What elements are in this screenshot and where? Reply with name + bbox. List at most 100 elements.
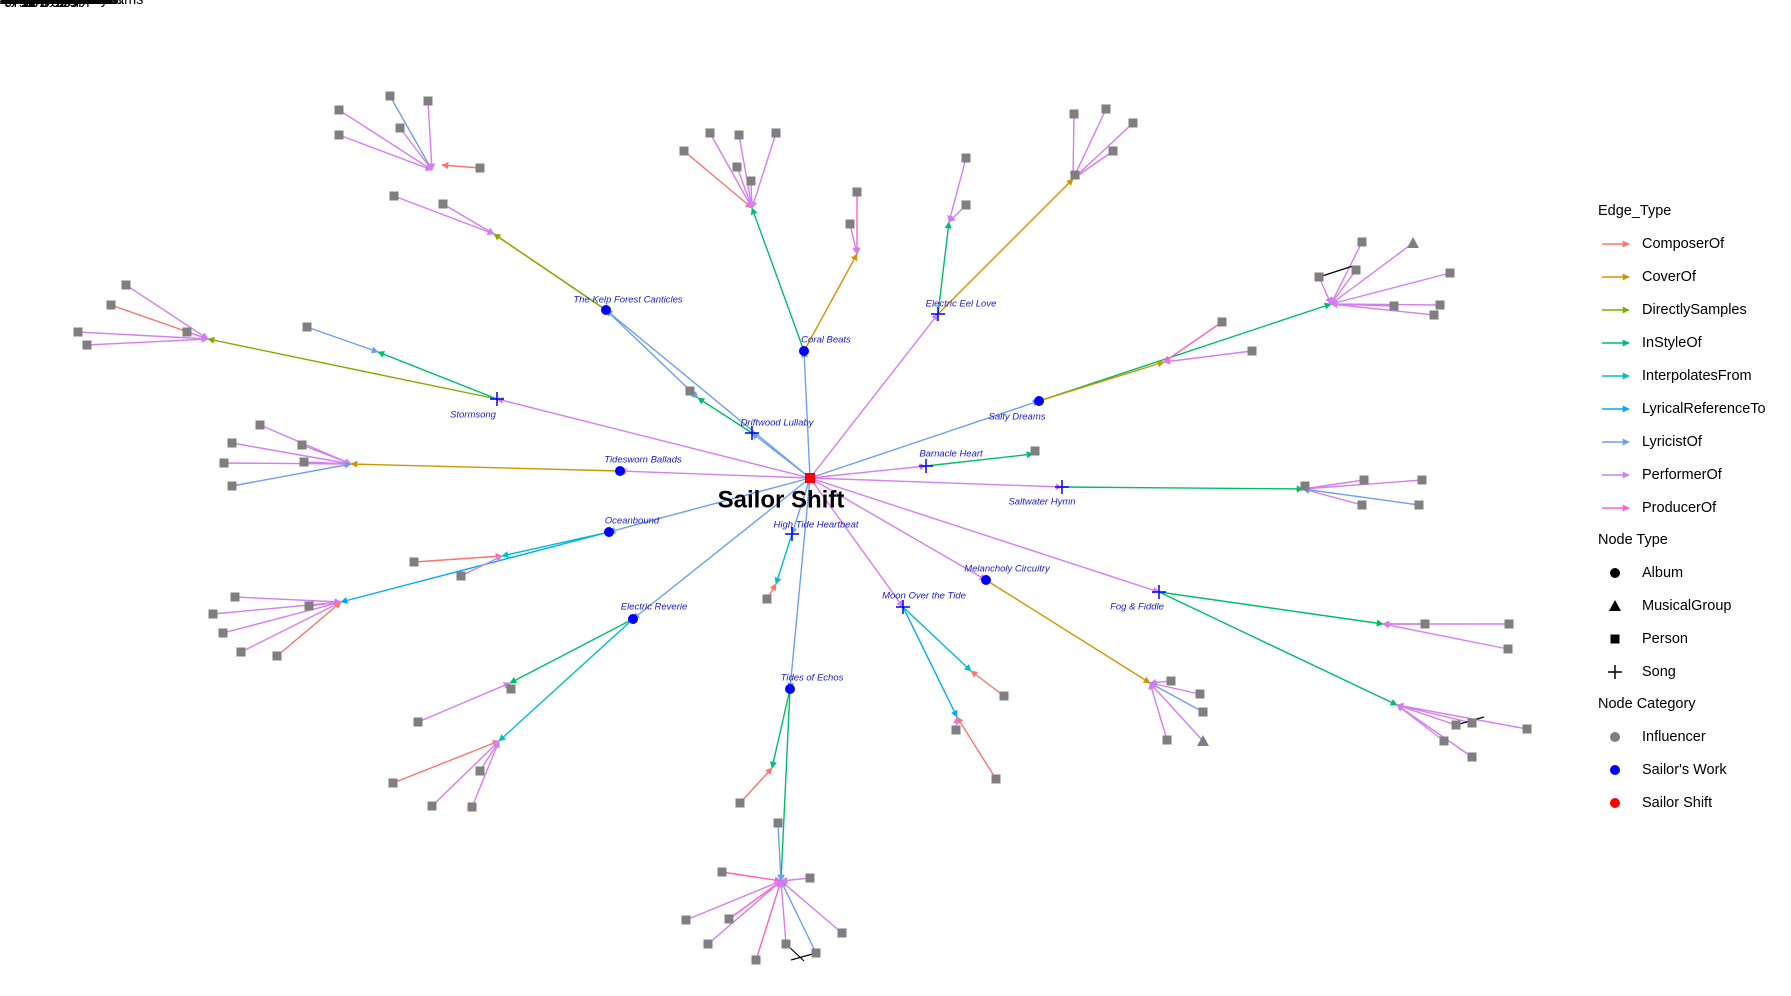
node-yoko-hashimoto (389, 191, 399, 201)
node-trevor-bass (299, 457, 309, 467)
edge-barnacle-heart-shannon-harvey (925, 451, 1034, 467)
edge-center-barnacle-heart (809, 463, 927, 479)
edge-shawn-johnson-michael-nixon (778, 880, 787, 945)
node-jun-zhou (1357, 237, 1367, 247)
node-label-sean-jones: Sean Jones (0, 0, 77, 8)
node-label-joel-long: Joel Long (0, 0, 63, 8)
node-label-brooke-olson: Brooke Olson (0, 0, 88, 8)
legend-type-song: Song (1598, 656, 1788, 689)
node-label-jeremiah-love: Jeremiah Love (0, 0, 95, 8)
edge-amico-luciani-cipriano-peranda (125, 284, 209, 340)
node-debra-graham (717, 867, 727, 877)
work-node-tidesworn-ballads (615, 466, 625, 476)
node-ming-ren (1522, 724, 1532, 734)
node-label-matthew-lane: Matthew Lane (0, 0, 91, 8)
node-kaori-ito (475, 163, 485, 173)
edge-ming-huang-qiang-liu (222, 600, 342, 634)
edge-matthew-lane-john-graves (471, 740, 500, 808)
node-ming-huang (218, 628, 228, 638)
edge-center-electric-reverie (632, 477, 811, 620)
legend-type-song-key (1608, 665, 1622, 679)
work-label-the-kelp-forest-canticles: The Kelp Forest Canticles (573, 295, 683, 306)
node-label-trevor-bass: Trevor Bass (0, 0, 78, 8)
legend-edge-coverof-key (1602, 273, 1630, 281)
node-label-amy-powell: Amy Powell (0, 0, 76, 8)
node-xiulan-fang (208, 609, 218, 619)
node-label-samantha-bullock: Samantha Bullock (0, 0, 118, 8)
node-label-na-ye: Na Ye (0, 0, 39, 8)
node-label-kaori-ito: Kaori Ito (0, 0, 54, 8)
edge-center-coral-beats (800, 350, 811, 479)
edge-oceanbound-qiang-liu (340, 531, 610, 604)
node-cipriano-peranda (182, 327, 192, 337)
node-ryan-dunlap (82, 340, 92, 350)
edge-the-kelp-forest-canticles-naoko-sato (493, 233, 607, 311)
edge-qiang-yuan-gang-shao (1330, 272, 1451, 306)
edge-qiang-zhou-jing-kang (413, 552, 503, 563)
legend-edge-lyricistof: LyricistOf (1598, 426, 1788, 459)
edge-joanna-avery-william-robinson (1069, 113, 1077, 180)
node-james-henderson (837, 928, 847, 938)
node-matthew-best (1420, 619, 1430, 629)
legend-type-musicalgroup-key (1609, 600, 1621, 611)
node-igor-dy (685, 386, 695, 396)
node-label-ping-liao: Ping Liao (0, 0, 60, 8)
legend-edge-directlysamples-label: DirectlySamples (1642, 302, 1747, 318)
node-yan-tang (272, 651, 282, 661)
node-label-gang-shao: Gang Shao (0, 0, 73, 8)
node-label-qiang-liu: Qiang Liu (0, 0, 62, 8)
legend-edge-composerof-key (1602, 240, 1630, 248)
node-label-ming-huang: Ming Huang (0, 0, 78, 8)
node-label-linda-burns: Linda Burns (0, 0, 77, 8)
node-kimberly-estrada (1195, 689, 1205, 699)
edge-stormsong-lori-massey (377, 351, 498, 400)
node-wei-zhao (1429, 310, 1439, 320)
edge-lei-fu-lei-fu (1396, 703, 1457, 726)
node-label-min-long: Min Long (0, 0, 60, 8)
node-label-wei-zhao: Wei Zhao (0, 0, 62, 8)
legend-edge-producerof-label: ProducerOf (1642, 500, 1717, 516)
legend-category-sailor-shift: Sailor Shift (1598, 787, 1788, 820)
node-tao-hu (506, 684, 516, 694)
node-label-zachary-francis: Zachary Francis (0, 0, 104, 8)
node-label-joshua-taylor: Joshua Taylor (0, 0, 89, 8)
legend-edge-directlysamples: DirectlySamples (1598, 294, 1788, 327)
work-node-barnacle-heart (919, 459, 933, 473)
node-label-juan-zhou: Juan Zhou (0, 0, 69, 8)
legend-edge-lyricistof-label: LyricistOf (1642, 434, 1702, 450)
nodes-layer (73, 91, 1532, 965)
edge-yong-dong-qiang-liu (240, 601, 342, 653)
edge-fog-fiddle-matthew-best (1158, 591, 1384, 627)
node-sean-jones (1217, 317, 1227, 327)
edge-yong-lu-ming-long (1149, 682, 1204, 713)
legend-edge-performerof-label: PerformerOf (1642, 467, 1722, 483)
node-jing-kang (456, 571, 466, 581)
node-xia-yuan (255, 420, 265, 430)
node-caitlin-miller (385, 91, 395, 101)
edge-jun-zhou-gang-shao (1330, 241, 1363, 305)
edge-juan-zhou-gang-shao (1330, 300, 1441, 308)
node-label-ursus: Ursus (0, 0, 38, 8)
legend-type-person-key (1610, 634, 1620, 644)
node-label-nathan-jones: Nathan Jones (0, 0, 89, 8)
edge-dylan-schwartz-michael-nixon (755, 880, 783, 961)
node-label-xiuying-du: Xiuying Du (0, 0, 70, 8)
node-joseph-ponce (334, 105, 344, 115)
node-label-urszula-stochmal: Urszula Stochmal (0, 0, 114, 8)
edge-kaori-ito-kaori-ito (441, 162, 481, 169)
edge-ming-zhou-belinda-knappe (738, 134, 755, 209)
edges-layer (77, 95, 1528, 962)
legend-category-influencer-key (1610, 732, 1620, 742)
edge-herbert-mcfarland-rebecca-wise (338, 134, 433, 172)
edge-tides-of-echos-michael-nixon (777, 688, 791, 882)
node-zachary-francis (961, 153, 971, 163)
edge-ping-jin-tao-wen (1302, 486, 1420, 506)
edge-david-reese-cipriano-peranda (77, 331, 209, 343)
node-label-xiulan-fang: Xiulan Fang (0, 0, 77, 8)
leader-line (1318, 265, 1354, 278)
node-yan-dai (1439, 736, 1449, 746)
node-label-yong-dong: Yong Dong (0, 0, 71, 8)
edge-joel-long-michael-nixon (728, 880, 782, 920)
node-label-shannon-harvey: Shannon Harvey (0, 0, 109, 8)
